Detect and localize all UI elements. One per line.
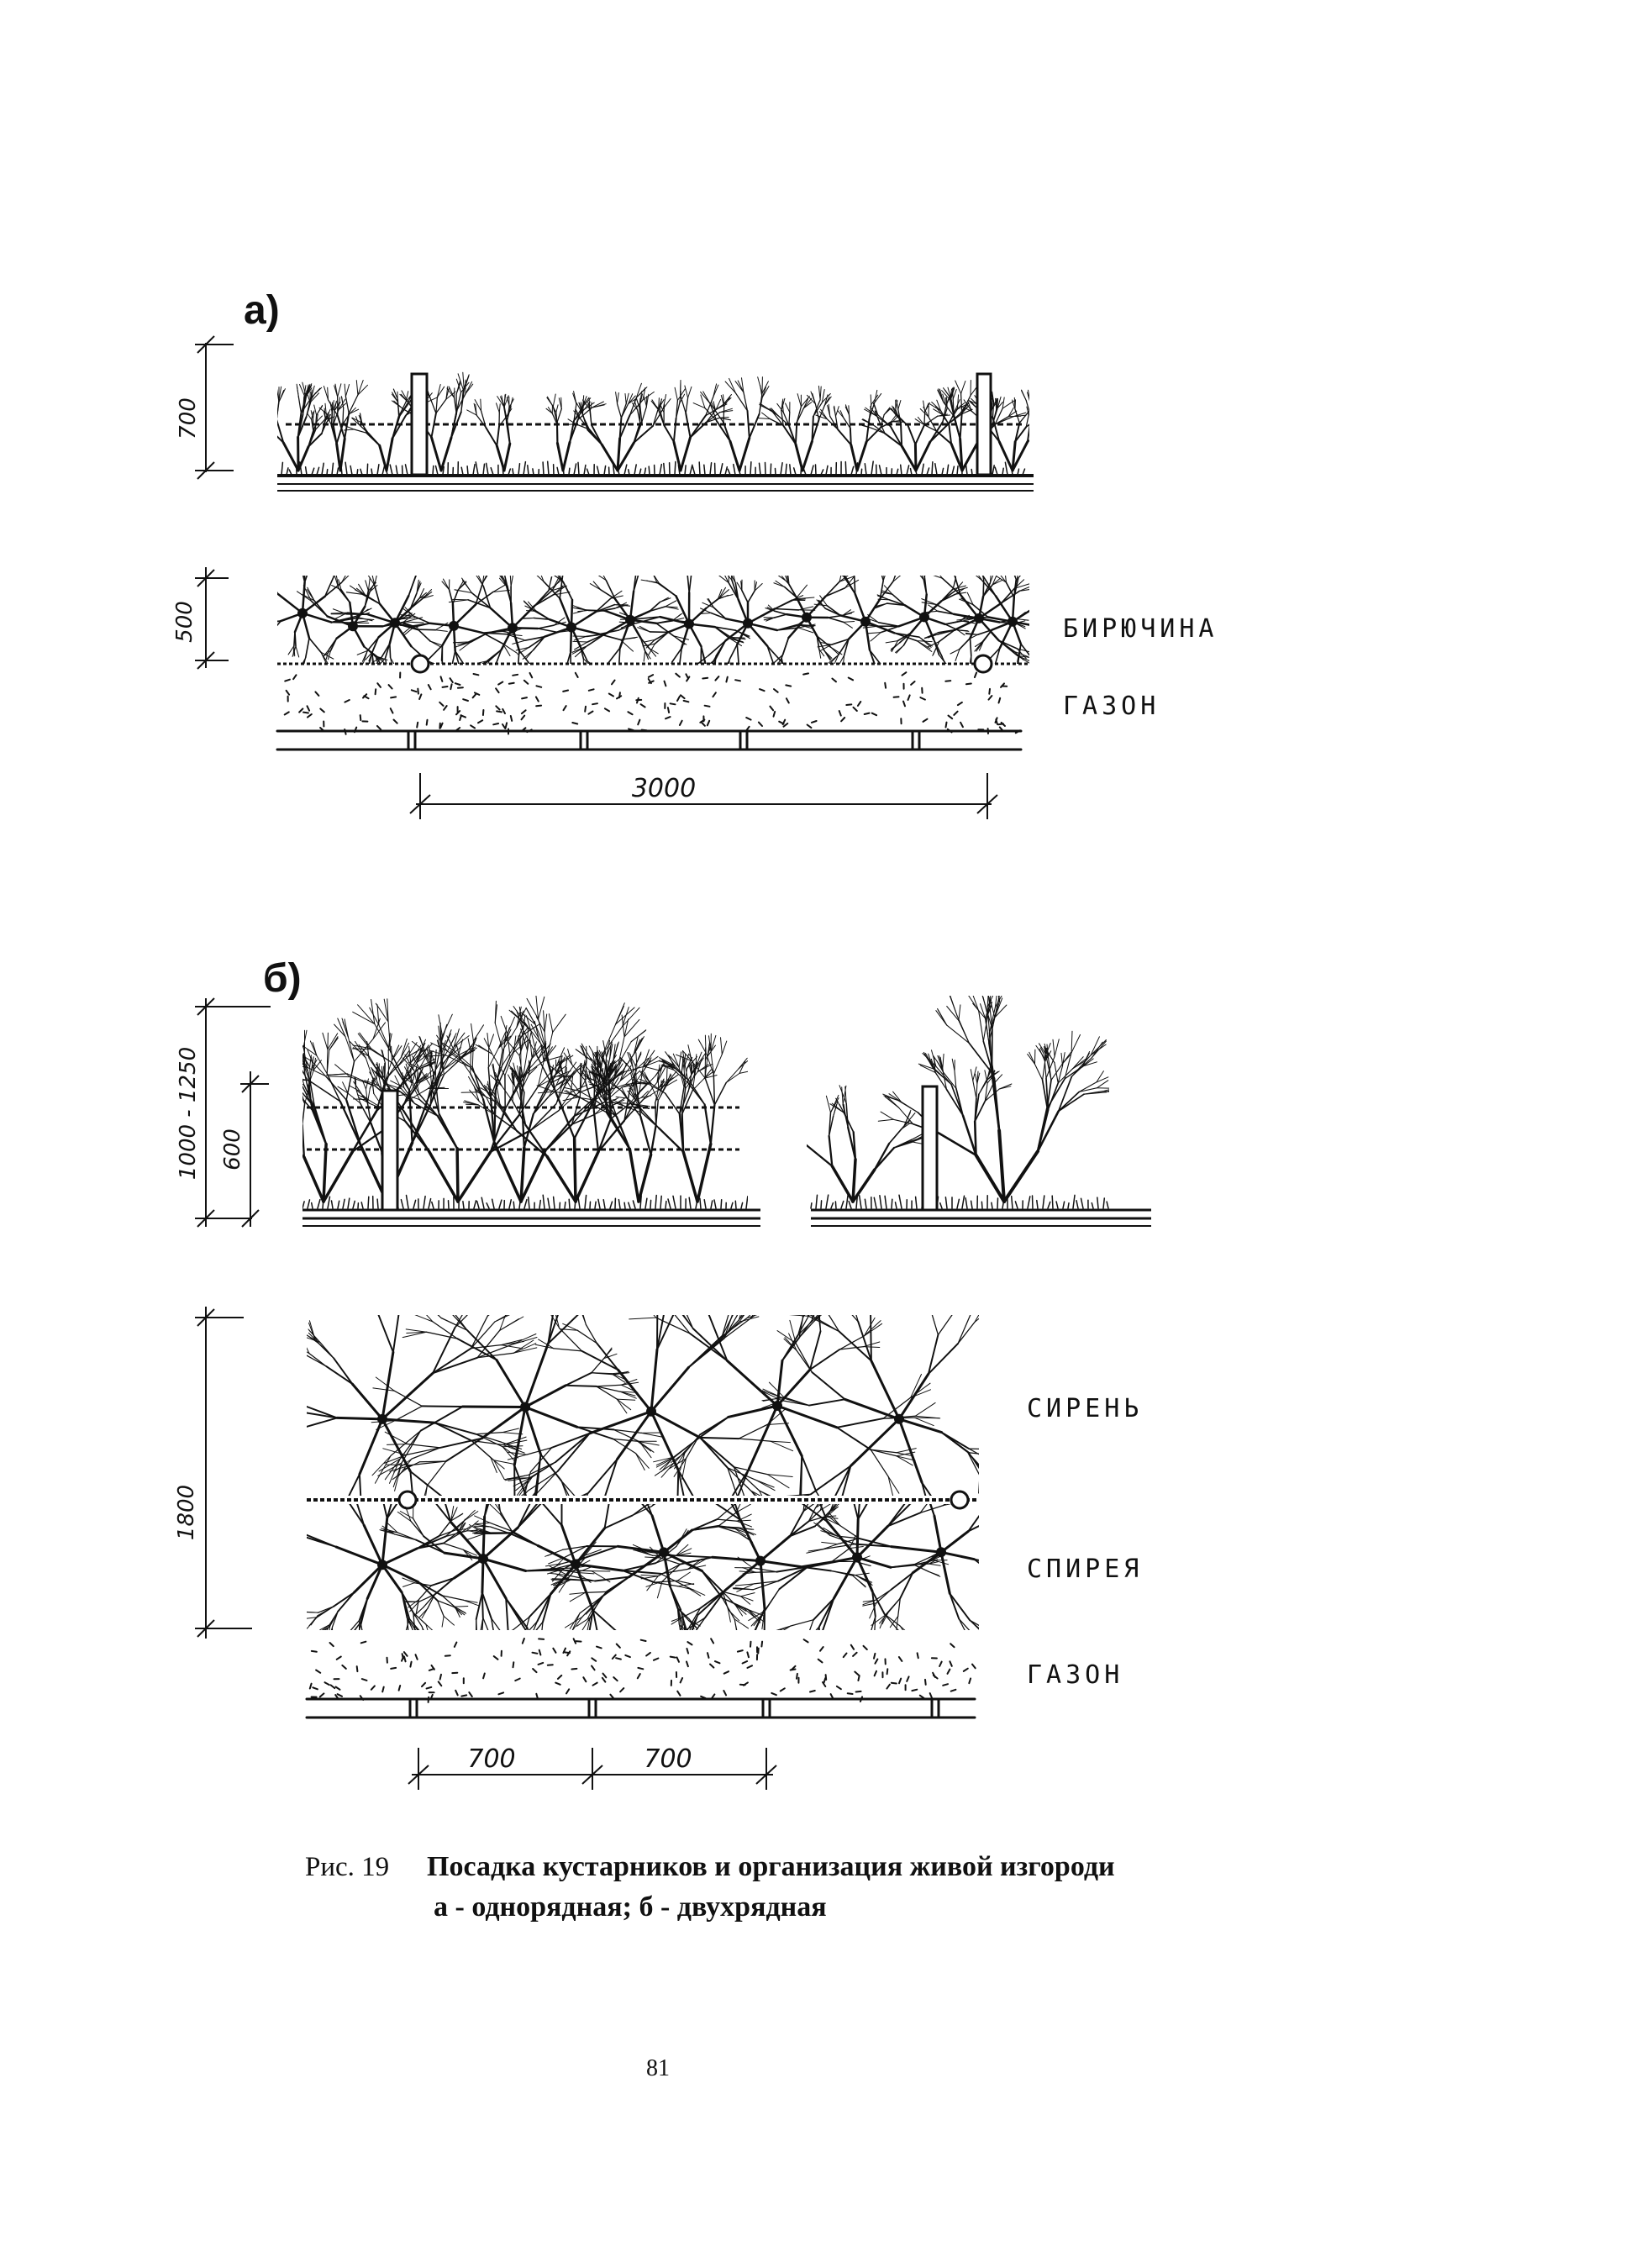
- panel-b-dim-spacing: 700 700: [408, 1744, 777, 1790]
- shrub-trunk-dot: [894, 1413, 904, 1424]
- caption-subtitle: а - однорядная; б - двухрядная: [434, 1891, 827, 1923]
- panel-b-dim-width-plan: 1800: [174, 1485, 199, 1540]
- panel-a-curb: [276, 729, 1023, 751]
- panel-b-post-right: [921, 1085, 939, 1212]
- panel-b-dim-height-inner: 600: [220, 1128, 245, 1170]
- shrub-trunk-dot: [297, 608, 308, 618]
- panel-a-letter: а): [244, 288, 280, 333]
- caption-number: Рис. 19: [305, 1852, 389, 1882]
- shrub-trunk-dot: [919, 612, 929, 623]
- panel-b-elevation-right-shrubs: [807, 996, 1109, 1209]
- panel-b-dim-spacing-1: 700: [467, 1744, 515, 1774]
- panel-a-plan-post-left: [410, 654, 430, 674]
- panel-b-plant-label-front: СПИРЕЯ: [1027, 1554, 1143, 1584]
- shrub-trunk-dot: [852, 1552, 862, 1563]
- shrub-trunk-dot: [566, 622, 576, 633]
- panel-a-elevation: [277, 371, 1034, 492]
- panel-b-plan-lilac-shrubs: [307, 1315, 979, 1496]
- panel-b-curb: [305, 1697, 976, 1719]
- panel-a-plant-label: БИРЮЧИНА: [1063, 614, 1218, 644]
- panel-a-lawn-label: ГАЗОН: [1063, 692, 1160, 721]
- panel-a-dim-3000: 3000: [409, 773, 998, 819]
- panel-b-plant-label-back: СИРЕНЬ: [1027, 1394, 1143, 1423]
- panel-b-dim-spacing-2: 700: [644, 1744, 692, 1774]
- caption-title: Посадка кустарников и организация живой …: [427, 1851, 1115, 1882]
- shrub-trunk-dot: [390, 618, 400, 629]
- panel-a-plan: [276, 576, 1029, 751]
- panel-b-plan-spirea-shrubs: [307, 1504, 979, 1630]
- panel-b-letter: б): [263, 956, 302, 1001]
- shrub-trunk-dot: [936, 1547, 946, 1558]
- panel-b-elevation-right: [807, 996, 1151, 1227]
- shrub-trunk-dot: [659, 1547, 669, 1558]
- panel-a-plan-shrubs: [277, 576, 1029, 664]
- shrub-trunk-dot: [646, 1406, 656, 1417]
- panel-b-lawn-hatch: [308, 1638, 976, 1703]
- shrub-trunk-dot: [377, 1560, 387, 1570]
- panel-a-dim-700: 700: [176, 335, 234, 480]
- shrub-trunk-dot: [377, 1413, 387, 1424]
- shrub-trunk-dot: [449, 620, 459, 631]
- shrub-trunk-dot: [684, 618, 694, 629]
- page-number: 81: [646, 2055, 670, 2081]
- panel-a-plan-post-right: [973, 654, 993, 674]
- shrub-trunk-dot: [1008, 616, 1018, 627]
- shrub-trunk-dot: [348, 621, 358, 632]
- shrub-trunk-dot: [478, 1554, 488, 1564]
- panel-a-dim-span: 3000: [632, 774, 696, 803]
- panel-a-dim-height-plan: 500: [172, 601, 197, 643]
- panel-a-post-right: [976, 372, 992, 476]
- panel-b-dim-1800: 1800: [174, 1307, 252, 1639]
- panel-b-plan: [305, 1315, 979, 1719]
- panel-a-post-left: [410, 372, 429, 476]
- panel-b-dim-height: 1000 - 1250 600: [176, 997, 271, 1228]
- panel-a-lawn-hatch: [283, 671, 1021, 735]
- shrub-trunk-dot: [520, 1402, 530, 1412]
- shrub-trunk-dot: [802, 612, 812, 623]
- panel-a-dim-500: 500: [172, 567, 229, 670]
- panel-b-dim-height-total: 1000 - 1250: [176, 1047, 201, 1180]
- panel-b-plan-post-left: [397, 1490, 418, 1510]
- shrub-trunk-dot: [755, 1555, 765, 1566]
- panel-b-lawn-label: ГАЗОН: [1027, 1660, 1123, 1690]
- panel-a-dim-height-elevation: 700: [176, 397, 201, 439]
- shrub-trunk-dot: [743, 618, 753, 629]
- panel-b-post-left: [381, 1089, 399, 1212]
- panel-b-elevation-left-shrubs: [303, 996, 748, 1209]
- panel-b-plan-post-right: [950, 1490, 970, 1510]
- panel-b-elevation-left: [303, 996, 760, 1227]
- shrub-trunk-dot: [508, 623, 518, 634]
